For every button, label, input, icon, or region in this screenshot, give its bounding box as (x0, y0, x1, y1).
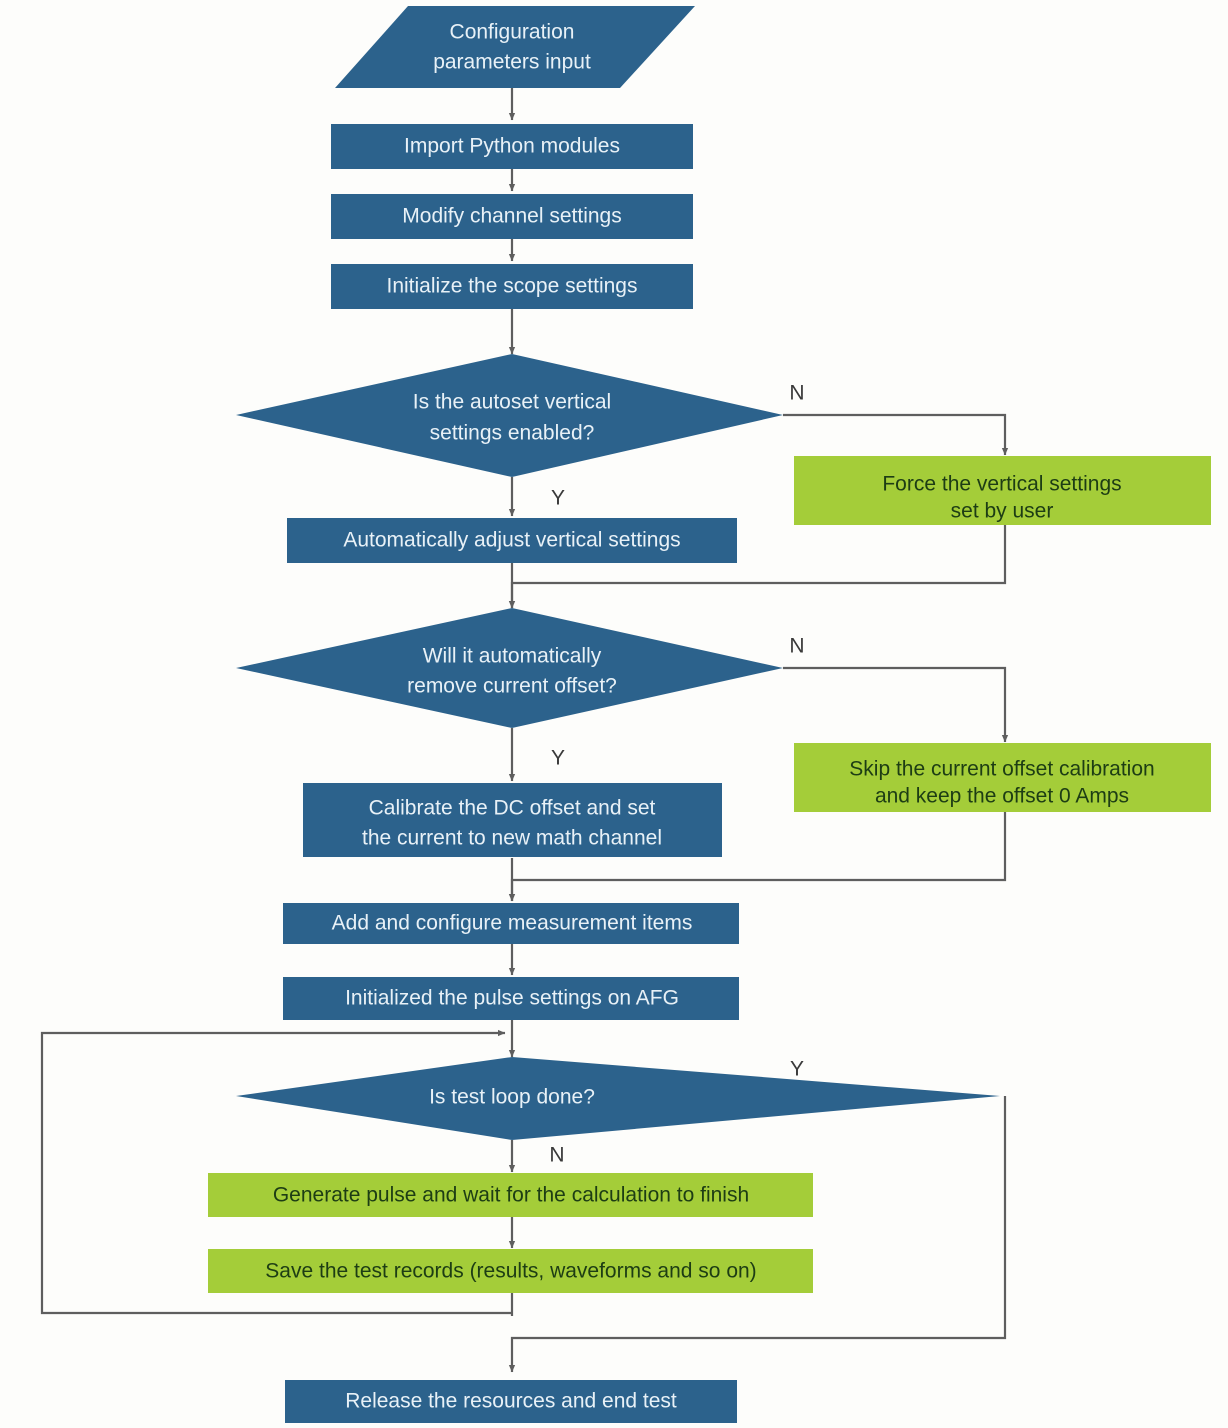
rect-shape (285, 1380, 737, 1423)
node-skip-offset-line-1: Skip the current offset calibration (849, 758, 1154, 781)
node-init-pulse[interactable]: Initialized the pulse settings on AFG (283, 977, 739, 1020)
branch-label-loop-no: N (549, 1144, 564, 1167)
rect-shape (303, 783, 722, 857)
node-skip-offset-line-2: and keep the offset 0 Amps (875, 785, 1129, 808)
node-decision-offset-line-2: remove current offset? (407, 675, 617, 698)
node-decision-offset-line-1: Will it automatically (423, 645, 602, 668)
rect-shape (208, 1173, 813, 1217)
node-decision-loop-label: Is test loop done? (429, 1086, 595, 1109)
branch-label-offset-no: N (789, 635, 804, 658)
node-generate-pulse[interactable]: Generate pulse and wait for the calculat… (208, 1173, 813, 1217)
rect-shape (287, 518, 737, 563)
rect-shape (794, 743, 1211, 812)
branch-label-offset-yes: Y (551, 747, 565, 770)
branch-label-autoset-yes: Y (551, 487, 565, 510)
connectors (40, 88, 1009, 1373)
node-input-config-line-1: Configuration (450, 21, 575, 44)
node-modify-channel-label: Modify channel settings (402, 205, 621, 228)
node-save-records[interactable]: Save the test records (results, waveform… (208, 1249, 813, 1293)
node-force-vertical[interactable]: Force the vertical settings set by user (794, 456, 1211, 525)
rect-shape (283, 903, 739, 944)
node-decision-autoset-line-2: settings enabled? (430, 422, 595, 445)
node-input-config-line-2: parameters input (433, 51, 591, 74)
node-init-pulse-label: Initialized the pulse settings on AFG (345, 987, 679, 1010)
node-import-modules[interactable]: Import Python modules (331, 124, 693, 169)
node-import-modules-label: Import Python modules (404, 135, 620, 158)
node-force-vertical-line-1: Force the vertical settings (882, 473, 1121, 496)
node-decision-autoset-line-1: Is the autoset vertical (413, 391, 611, 414)
node-calibrate-dc-line-1: Calibrate the DC offset and set (369, 797, 656, 820)
rect-shape (794, 456, 1211, 525)
node-skip-offset[interactable]: Skip the current offset calibration and … (794, 743, 1211, 812)
diamond-shape (236, 354, 783, 477)
node-auto-adjust-vertical-label: Automatically adjust vertical settings (343, 529, 680, 552)
rect-shape (331, 264, 693, 309)
branch-label-autoset-no: N (789, 382, 804, 405)
node-add-measurements-label: Add and configure measurement items (332, 912, 693, 935)
node-add-measurements[interactable]: Add and configure measurement items (283, 903, 739, 944)
node-generate-pulse-label: Generate pulse and wait for the calculat… (273, 1184, 749, 1207)
rect-shape (208, 1249, 813, 1293)
connector-loop-yes-to-release (508, 1096, 1007, 1373)
node-input-config[interactable]: Configuration parameters input (335, 6, 695, 88)
node-decision-loop[interactable]: Is test loop done? (236, 1057, 1000, 1140)
branch-label-loop-yes: Y (790, 1058, 804, 1081)
node-release-resources-label: Release the resources and end test (345, 1390, 677, 1413)
node-auto-adjust-vertical[interactable]: Automatically adjust vertical settings (287, 518, 737, 563)
node-calibrate-dc[interactable]: Calibrate the DC offset and set the curr… (303, 783, 722, 857)
connector-offset-no-to-skip (783, 666, 1009, 743)
diamond-shape (236, 608, 783, 728)
node-init-scope-label: Initialize the scope settings (387, 275, 638, 298)
node-calibrate-dc-line-2: the current to new math channel (362, 827, 662, 850)
node-save-records-label: Save the test records (results, waveform… (265, 1260, 756, 1283)
rect-shape (283, 977, 739, 1020)
node-init-scope[interactable]: Initialize the scope settings (331, 264, 693, 309)
diamond-shape (236, 1057, 1000, 1140)
node-force-vertical-line-2: set by user (951, 500, 1054, 523)
connector-autoset-no-to-force (783, 413, 1009, 456)
rect-shape (331, 194, 693, 239)
node-release-resources[interactable]: Release the resources and end test (285, 1380, 737, 1423)
node-modify-channel[interactable]: Modify channel settings (331, 194, 693, 239)
connector-loop-back (40, 1029, 512, 1315)
node-decision-offset[interactable]: Will it automatically remove current off… (236, 608, 783, 728)
node-decision-autoset[interactable]: Is the autoset vertical settings enabled… (236, 354, 783, 477)
rect-shape (331, 124, 693, 169)
parallelogram-shape (335, 6, 695, 88)
